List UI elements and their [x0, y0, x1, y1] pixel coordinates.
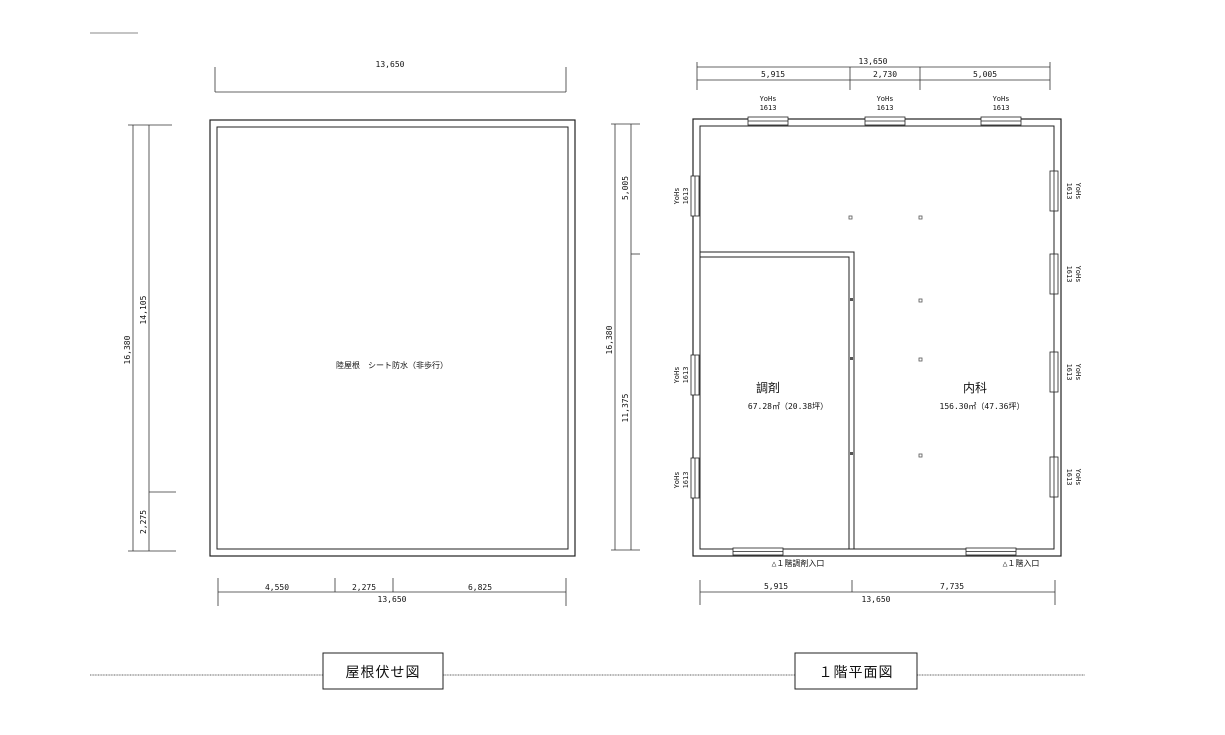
- window-type-label: YoHs: [1074, 469, 1082, 486]
- roof-dim-bottom-seg2: 2,275: [352, 583, 376, 592]
- room-area-dispensary: 67.28㎡（20.38坪）: [748, 402, 828, 411]
- column-marks: [848, 215, 923, 458]
- floor-plan-title: １階平面図: [819, 665, 894, 681]
- window-size-label: 1613: [1065, 364, 1073, 381]
- window-size-label: 1613: [1065, 266, 1073, 283]
- roof-dim-left: 16,380 14,105 2,275: [123, 124, 176, 552]
- roof-note: 陸屋根 シート防水（非歩行）: [336, 360, 448, 370]
- window-type-label: YoHs: [1074, 266, 1082, 283]
- room-name-internal-medicine: 内科: [963, 381, 987, 395]
- floor-plan-title-box: １階平面図: [794, 652, 918, 690]
- floor-dim-left: 16,380 5,005 11,375: [605, 123, 640, 551]
- roof-dim-bottom-seg3: 6,825: [468, 583, 492, 592]
- window-type-label: YoHs: [877, 95, 894, 103]
- window-size-label: 1613: [1065, 469, 1073, 486]
- window-type-label: YoHs: [1074, 364, 1082, 381]
- window-size-label: 1613: [682, 367, 690, 384]
- roof-dim-bottom: 4,550 2,275 6,825 13,650: [217, 578, 567, 606]
- interior-partition: [700, 251, 855, 549]
- roof-plan-title: 屋根伏せ図: [346, 665, 421, 681]
- roof-dim-left-upper: 14,105: [139, 295, 148, 324]
- floor-dim-top-seg2: 2,730: [873, 70, 897, 79]
- exterior-wall-outer: [692, 118, 1062, 557]
- window-type-label: YoHs: [673, 367, 681, 384]
- roof-dim-top: 13,650: [214, 60, 567, 93]
- window-size-label: 1613: [1065, 183, 1073, 200]
- floor-dim-bottom-total: 13,650: [862, 595, 891, 604]
- room-name-dispensary: 調剤: [756, 380, 780, 395]
- window-labels-top: YoHs 1613 YoHs 1613 YoHs 1613: [760, 95, 1010, 112]
- roof-dim-bottom-seg1: 4,550: [265, 583, 289, 592]
- window-type-label: YoHs: [673, 472, 681, 489]
- roof-dim-left-lower: 2,275: [139, 510, 148, 534]
- floor-dim-top-total: 13,650: [859, 57, 888, 66]
- floor-dim-bottom-seg1: 5,915: [764, 582, 788, 591]
- main-entrance-label: △１階入口: [1003, 558, 1040, 568]
- windows-right: [1049, 170, 1059, 498]
- window-type-label: YoHs: [993, 95, 1010, 103]
- window-labels-left: YoHs 1613 YoHs 1613 YoHs 1613: [673, 188, 690, 489]
- roof-plan: 陸屋根 シート防水（非歩行） 13,650 16,380 14,105 2,27…: [123, 60, 576, 606]
- roof-plan-title-box: 屋根伏せ図: [322, 652, 444, 690]
- windows-left: [690, 175, 700, 499]
- window-type-label: YoHs: [760, 95, 777, 103]
- window-size-label: 1613: [682, 188, 690, 205]
- floor-dim-left-upper: 5,005: [621, 176, 630, 200]
- floor-plan: YoHs 1613 YoHs 1613 YoHs 1613 YoHs 1613 …: [605, 57, 1082, 605]
- roof-dim-top-total: 13,650: [376, 60, 405, 69]
- window-type-label: YoHs: [1074, 183, 1082, 200]
- room-area-internal-medicine: 156.30㎡（47.36坪）: [940, 402, 1025, 411]
- roof-dim-bottom-total: 13,650: [378, 595, 407, 604]
- floor-dim-top-seg3: 5,005: [973, 70, 997, 79]
- floor-dim-left-total: 16,380: [605, 325, 614, 354]
- floor-dim-top: 13,650 5,915 2,730 5,005: [696, 57, 1051, 90]
- window-size-label: 1613: [877, 104, 894, 112]
- dispensary-entrance-label: △１階調剤入口: [772, 558, 825, 568]
- exterior-wall-inner: [699, 125, 1055, 550]
- partition-marks: [850, 298, 853, 455]
- window-labels-right: YoHs 1613 YoHs 1613 YoHs 1613 YoHs 1613: [1065, 183, 1082, 486]
- window-size-label: 1613: [682, 472, 690, 489]
- window-type-label: YoHs: [673, 188, 681, 205]
- roof-outline-outer: [209, 119, 576, 557]
- roof-dim-left-total: 16,380: [123, 335, 132, 364]
- floor-dim-bottom-seg2: 7,735: [940, 582, 964, 591]
- window-size-label: 1613: [760, 104, 777, 112]
- floor-dim-left-lower: 11,375: [621, 393, 630, 422]
- entrance-doors: [732, 547, 1017, 556]
- windows-top: [747, 116, 1022, 126]
- window-size-label: 1613: [993, 104, 1010, 112]
- floor-dim-top-seg1: 5,915: [761, 70, 785, 79]
- roof-outline-inner: [216, 126, 569, 550]
- floor-dim-bottom: 5,915 7,735 13,650: [699, 580, 1056, 605]
